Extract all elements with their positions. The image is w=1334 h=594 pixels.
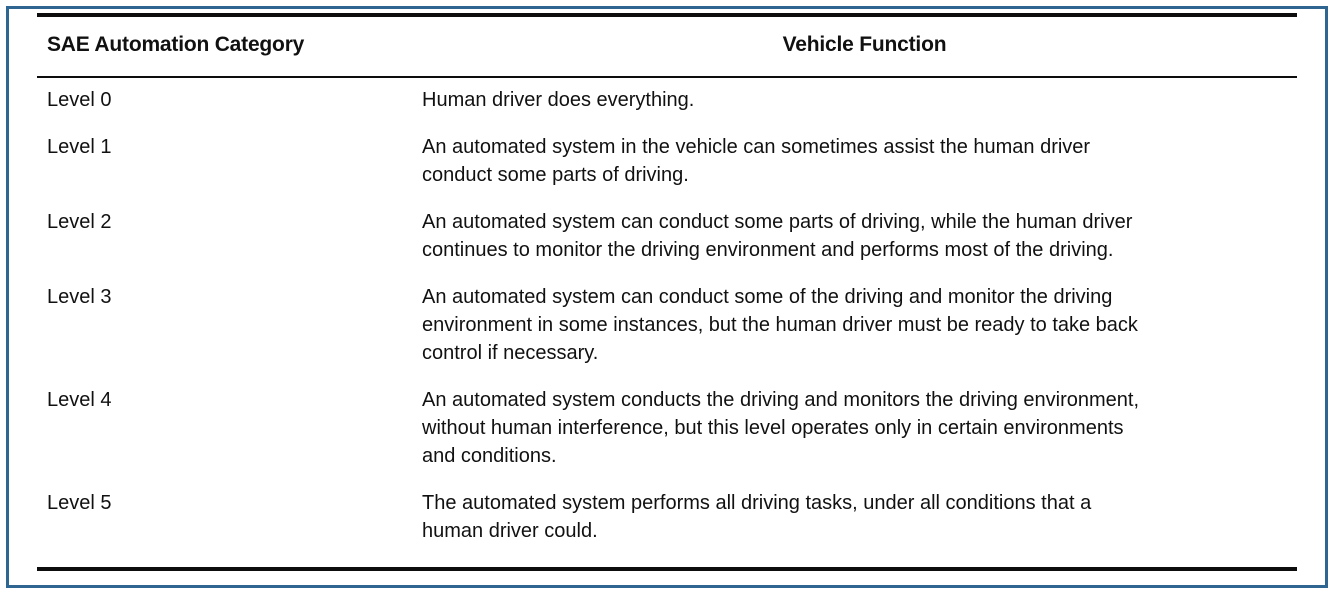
- table-row: Level 3 An automated system can conduct s…: [37, 283, 1297, 367]
- vehicle-function-line: and conditions.: [422, 445, 557, 467]
- cell-automation-level: Level 0: [47, 89, 112, 111]
- table-row: Level 5 The automated system performs all…: [37, 489, 1297, 545]
- table-header-row: SAE Automation Category Vehicle Function: [37, 17, 1297, 76]
- vehicle-function-line: control if necessary.: [422, 342, 599, 364]
- cell-vehicle-function: The automated system performs all drivin…: [422, 489, 1297, 545]
- cell-vehicle-function: Human driver does everything.: [422, 86, 1297, 114]
- table-row: Level 0 Human driver does everything.: [37, 86, 1297, 114]
- table-row: Level 4 An automated system conducts the …: [37, 386, 1297, 470]
- vehicle-function-line: The automated system performs all drivin…: [422, 492, 1092, 514]
- cell-automation-level: Level 3: [47, 286, 112, 308]
- column-header-category: SAE Automation Category: [47, 33, 305, 56]
- vehicle-function-line: An automated system in the vehicle can s…: [422, 136, 1091, 158]
- cell-automation-level: Level 1: [47, 136, 112, 158]
- table-row: Level 2 An automated system can conduct s…: [37, 208, 1297, 264]
- column-header-function: Vehicle Function: [782, 33, 947, 56]
- vehicle-function-line: An automated system can conduct some par…: [422, 211, 1133, 233]
- table-frame: SAE Automation Category Vehicle Function…: [6, 6, 1328, 588]
- table-row: Level 1 An automated system in the vehicl…: [37, 133, 1297, 189]
- cell-vehicle-function: An automated system can conduct some par…: [422, 208, 1297, 264]
- cell-vehicle-function: An automated system in the vehicle can s…: [422, 133, 1297, 189]
- vehicle-function-line: conduct some parts of driving.: [422, 164, 689, 186]
- cell-vehicle-function: An automated system can conduct some of …: [422, 283, 1297, 367]
- cell-automation-level: Level 4: [47, 389, 112, 411]
- table-bottom-rule: [37, 567, 1297, 571]
- table-header-rule: [37, 76, 1297, 78]
- cell-automation-level: Level 5: [47, 492, 112, 514]
- cell-vehicle-function: An automated system conducts the driving…: [422, 386, 1297, 470]
- vehicle-function-line: human driver could.: [422, 520, 598, 542]
- vehicle-function-line: Human driver does everything.: [422, 89, 695, 111]
- vehicle-function-line: An automated system conducts the driving…: [422, 389, 1140, 411]
- vehicle-function-line: without human interference, but this lev…: [422, 417, 1124, 439]
- vehicle-function-line: environment in some instances, but the h…: [422, 314, 1138, 336]
- cell-automation-level: Level 2: [47, 211, 112, 233]
- vehicle-function-line: continues to monitor the driving environ…: [422, 239, 1114, 261]
- table-top-rule: [37, 13, 1297, 17]
- table-container: SAE Automation Category Vehicle Function…: [9, 9, 1325, 585]
- vehicle-function-line: An automated system can conduct some of …: [422, 286, 1113, 308]
